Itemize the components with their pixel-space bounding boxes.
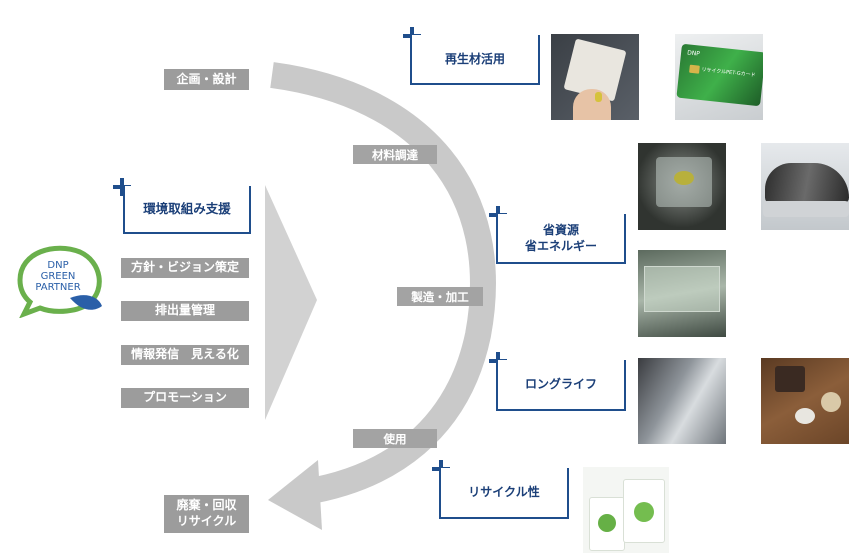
feature-long-life: ロングライフ [496,360,626,411]
stage-use: 使用 [353,429,437,448]
left-item-policy: 方針・ビジョン策定 [121,258,249,278]
stage-material-procurement: 材料調達 [353,145,437,164]
card-text: リサイクルPET-Gカード [701,66,756,79]
recycled-board-photo [551,34,639,120]
refill-pouch-photo [583,467,669,553]
card-logo-text: DNP [686,49,701,58]
left-item-promotion: プロモーション [121,388,249,408]
resin-block-photo [638,143,726,230]
recycled-card-photo: DNP リサイクルPET-Gカード [675,34,763,120]
feature-resource-line1: 省資源 [542,222,579,237]
dnp-green-partner-logo: DNP GREEN PARTNER [10,240,105,318]
logo-line1: DNP [47,260,69,271]
metallic-film-photo [638,358,726,444]
feature-resource-line2: 省エネルギー [524,239,597,253]
stage-disposal-line2: リサイクル [176,514,237,528]
glass-panel-photo [638,250,726,337]
environmental-support-title: 環境取組み支援 [123,186,251,234]
car-film-photo [761,143,849,230]
left-item-disclosure: 情報発信 見える化 [121,345,249,365]
arrowhead-icon [268,460,322,530]
logo-line3: PARTNER [35,282,81,293]
plus-icon [113,178,131,196]
left-item-emissions: 排出量管理 [121,301,249,321]
stage-manufacturing: 製造・加工 [397,287,483,306]
logo-line2: GREEN [40,271,76,282]
stage-disposal-recycle: 廃棄・回収 リサイクル [164,495,249,533]
chevron-right-icon [265,185,317,420]
feature-resource-saving: 省資源 省エネルギー [496,214,626,264]
feature-recycled-materials: 再生材活用 [410,35,540,85]
stage-planning-design: 企画・設計 [164,69,249,90]
feature-recyclability: リサイクル性 [439,468,569,519]
pouch-packaging-photo [761,358,849,444]
stage-disposal-line1: 廃棄・回収 [176,498,237,513]
